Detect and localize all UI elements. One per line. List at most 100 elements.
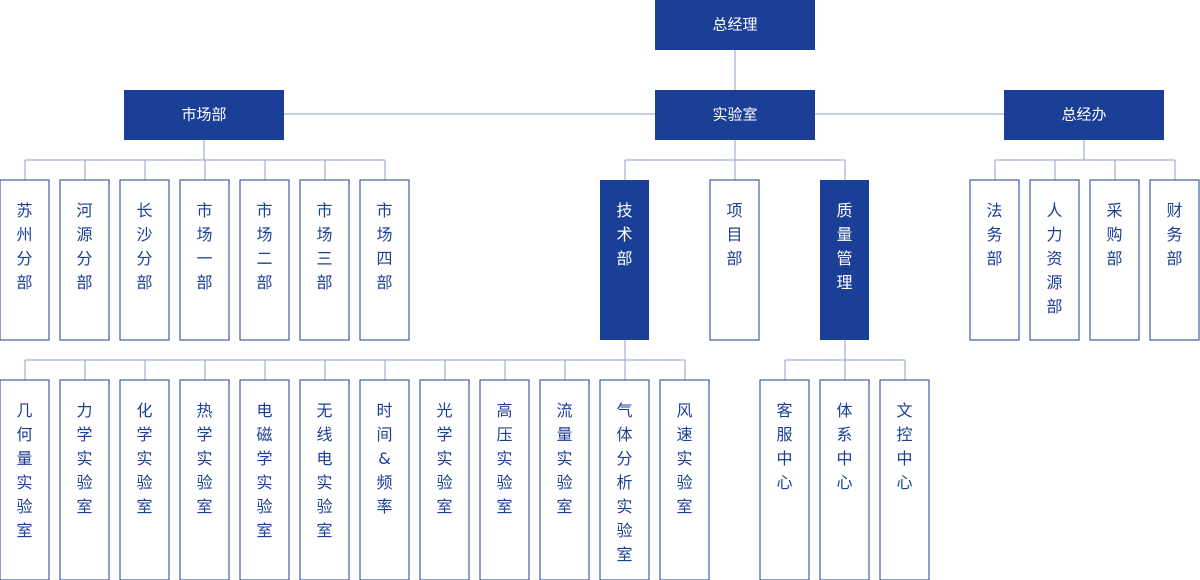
market-child-label: 市场四部 <box>376 201 392 292</box>
office-child-node: 法务部 <box>969 179 1020 341</box>
tech-child-node: 流量实验室 <box>539 379 590 580</box>
tech-child-box <box>59 379 110 580</box>
office-child-box <box>1029 179 1080 341</box>
market-child-label: 市场二部 <box>256 201 272 292</box>
tech-child-label: 几何量实验室 <box>16 401 32 540</box>
tech-child-label: 流量实验室 <box>556 401 572 516</box>
market-children: 苏州分部 河源分部 长沙分部 市场一部 市场二部 市场三部 市场四部 <box>0 179 410 341</box>
lab-child-box <box>600 180 649 340</box>
market-child-label: 苏州分部 <box>16 201 32 292</box>
tech-child-node: 无线电实验室 <box>299 379 350 580</box>
lab-child-box <box>820 180 869 340</box>
market-child-box <box>119 179 170 341</box>
office-child-node: 人力资源部 <box>1029 179 1080 341</box>
tech-child-label: 无线电实验室 <box>316 401 332 540</box>
tech-child-box <box>299 379 350 580</box>
quality-child-label: 文控中心 <box>896 401 912 492</box>
tech-child-node: 几何量实验室 <box>0 379 50 580</box>
quality-child-box <box>759 379 810 580</box>
market-child-box <box>0 179 50 341</box>
office-child-box <box>969 179 1020 341</box>
office-child-label: 财务部 <box>1166 201 1182 268</box>
tech-child-box <box>659 379 710 580</box>
connector-lines <box>24 50 1176 380</box>
market-child-node: 市场四部 <box>359 179 410 341</box>
market-department-label: 市场部 <box>181 106 226 124</box>
top-level-nodes: 总经理 市场部 实验室 总经办 <box>124 0 1164 140</box>
office-child-box <box>1089 179 1140 341</box>
tech-child-node: 热学实验室 <box>179 379 230 580</box>
market-child-label: 市场一部 <box>196 201 212 292</box>
tech-child-node: 光学实验室 <box>419 379 470 580</box>
market-child-label: 河源分部 <box>76 201 92 292</box>
market-child-node: 市场一部 <box>179 179 230 341</box>
quality-child-node: 体系中心 <box>819 379 870 580</box>
office-children: 法务部 人力资源部 采购部 财务部 <box>969 179 1200 341</box>
tech-child-label: 化学实验室 <box>136 401 152 516</box>
laboratory-box <box>655 90 815 140</box>
office-child-label: 法务部 <box>986 201 1002 268</box>
lab-child-node: 项目部 <box>709 179 760 341</box>
tech-child-box <box>479 379 530 580</box>
lab-child-node: 质量管理 <box>820 180 869 340</box>
general-office-label: 总经办 <box>1061 106 1106 124</box>
tech-child-box <box>179 379 230 580</box>
market-child-box <box>59 179 110 341</box>
tech-child-label: 高压实验室 <box>496 401 512 516</box>
market-child-box <box>299 179 350 341</box>
quality-child-node: 文控中心 <box>879 379 930 580</box>
quality-child-label: 客服中心 <box>776 401 792 492</box>
market-child-box <box>179 179 230 341</box>
tech-child-node: 气体分析实验室 <box>599 379 650 580</box>
lab-child-box <box>709 179 760 341</box>
tech-child-node: 化学实验室 <box>119 379 170 580</box>
tech-child-node: 高压实验室 <box>479 379 530 580</box>
tech-child-box <box>0 379 50 580</box>
lab-child-label: 项目部 <box>726 201 742 268</box>
tech-child-node: 力学实验室 <box>59 379 110 580</box>
lab-child-node: 技术部 <box>600 180 649 340</box>
quality-child-node: 客服中心 <box>759 379 810 580</box>
market-child-label: 市场三部 <box>316 201 332 292</box>
tech-child-box <box>239 379 290 580</box>
market-department-box <box>124 90 284 140</box>
quality-children: 客服中心 体系中心 文控中心 <box>759 379 930 580</box>
tech-child-label: 时间&频率 <box>376 401 392 516</box>
tech-child-label: 力学实验室 <box>76 401 92 516</box>
office-child-box <box>1149 179 1200 341</box>
quality-child-box <box>819 379 870 580</box>
lab-child-label: 质量管理 <box>836 201 852 292</box>
tech-child-box <box>119 379 170 580</box>
laboratory-children: 技术部 项目部 质量管理 <box>600 179 869 341</box>
general-office-box <box>1004 90 1164 140</box>
tech-child-node: 电磁学实验室 <box>239 379 290 580</box>
market-child-node: 苏州分部 <box>0 179 50 341</box>
tech-child-box <box>539 379 590 580</box>
market-child-label: 长沙分部 <box>136 201 152 292</box>
market-child-node: 市场三部 <box>299 179 350 341</box>
market-child-box <box>359 179 410 341</box>
tech-child-node: 风速实验室 <box>659 379 710 580</box>
market-child-node: 长沙分部 <box>119 179 170 341</box>
quality-child-label: 体系中心 <box>836 401 852 492</box>
tech-child-box <box>359 379 410 580</box>
market-child-node: 河源分部 <box>59 179 110 341</box>
office-child-node: 财务部 <box>1149 179 1200 341</box>
tech-child-label: 风速实验室 <box>676 401 692 516</box>
laboratory-label: 实验室 <box>712 106 757 124</box>
office-child-node: 采购部 <box>1089 179 1140 341</box>
tech-child-box <box>599 379 650 580</box>
ceo-box <box>655 0 815 50</box>
office-child-label: 采购部 <box>1106 201 1122 268</box>
technical-children: 几何量实验室 力学实验室 化学实验室 热学实验室 电磁学实验室 无线电实验室 时间&频率 光学… <box>0 379 710 580</box>
tech-child-label: 光学实验室 <box>436 401 452 516</box>
quality-child-box <box>879 379 930 580</box>
market-child-box <box>239 179 290 341</box>
tech-child-box <box>419 379 470 580</box>
office-child-label: 人力资源部 <box>1046 201 1062 316</box>
tech-child-node: 时间&频率 <box>359 379 410 580</box>
tech-child-label: 电磁学实验室 <box>256 401 272 540</box>
market-child-node: 市场二部 <box>239 179 290 341</box>
connector-market-branch <box>203 140 385 161</box>
